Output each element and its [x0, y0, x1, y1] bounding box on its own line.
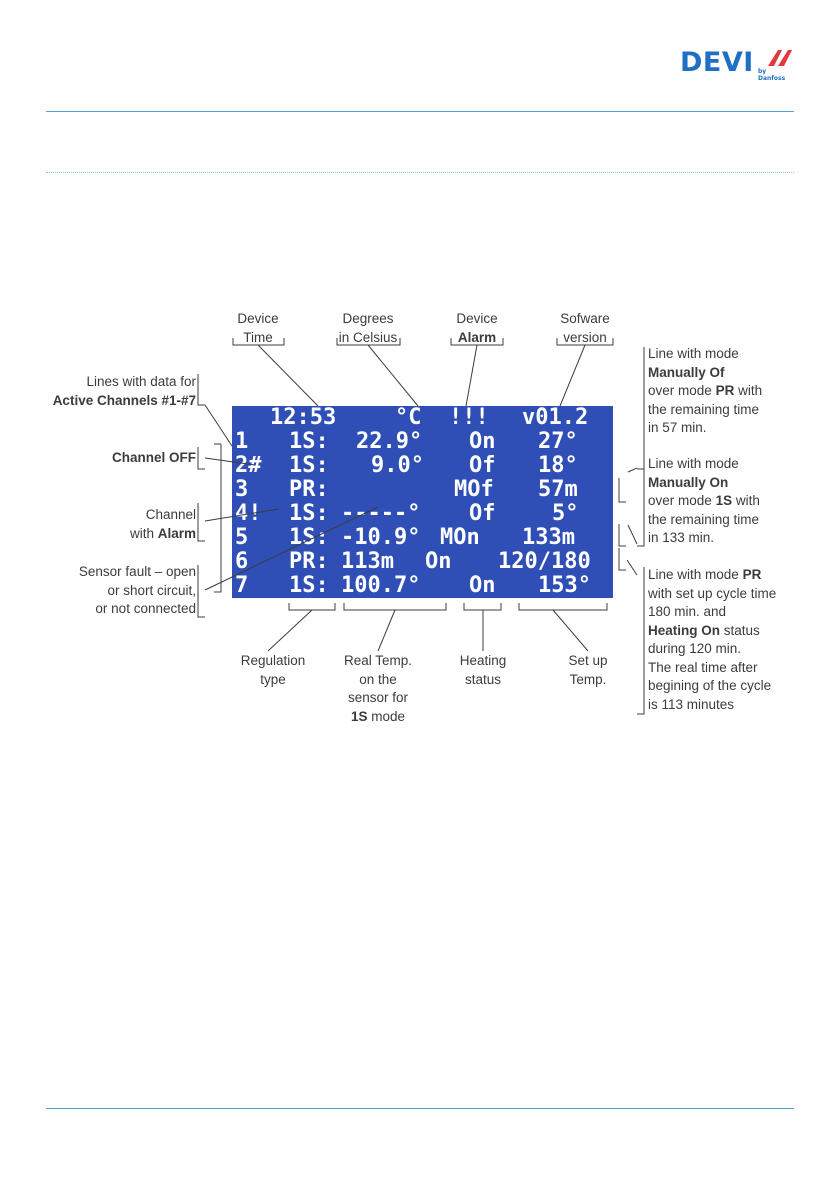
label-sensor-fault: Sensor fault – open or short circuit, or…	[78, 564, 196, 616]
label-pr-mode: Line with mode PR with set up cycle time…	[648, 567, 777, 712]
label-software-version: Sofware version	[560, 311, 610, 345]
setup-temp: 27°	[538, 429, 578, 454]
label-setup-temp: Set up Temp.	[568, 653, 608, 687]
lcd-row-7: 7 1S: 100.7° On 153°	[232, 573, 613, 598]
real-temp: -10.9°	[341, 525, 421, 550]
label-degrees: Degrees in Celsius	[338, 311, 398, 345]
heating-status: MOn	[440, 525, 480, 550]
real-temp: 22.9°	[356, 429, 423, 454]
regulation-type: 1S:	[289, 429, 329, 454]
heating-status: On	[425, 549, 452, 574]
logo-subtitle: by Danfoss	[758, 68, 786, 82]
setup-temp: 133m	[522, 525, 575, 550]
heating-status: Of	[469, 453, 496, 478]
setup-temp: 18°	[538, 453, 578, 478]
lcd-header-row: 12:53 °C !!! v01.2	[232, 405, 613, 430]
real-temp: 100.7°	[341, 573, 421, 598]
label-device-time: Device Time	[237, 311, 279, 345]
channel-number: 2#	[235, 453, 262, 478]
lcd-row-4: 4! 1S: -----° Of 5°	[232, 501, 613, 526]
lcd-row-5: 5 1S: -10.9° MOn 133m	[232, 525, 613, 550]
software-version: v01.2	[522, 405, 589, 430]
real-temp: 9.0°	[371, 453, 424, 478]
setup-temp: 5°	[552, 501, 579, 526]
logo-swoosh-icon	[768, 50, 792, 66]
heating-status: MOf	[454, 477, 494, 502]
regulation-type: PR:	[289, 477, 329, 502]
label-heating-status: Heating status	[459, 653, 507, 687]
setup-temp: 153°	[538, 573, 591, 598]
label-manual-off: Line with mode Manually Of over mode PR …	[648, 346, 763, 435]
lcd-row-1: 1 1S: 22.9° On 27°	[232, 429, 613, 454]
label-manual-on: Line with mode Manually On over mode 1S …	[648, 456, 760, 545]
lcd-row-6: 6 PR: 113m On 120/180	[232, 549, 613, 574]
regulation-type: 1S:	[289, 573, 329, 598]
lcd-row-3: 3 PR: MOf 57m	[232, 477, 613, 502]
heating-status: Of	[469, 501, 496, 526]
label-device-alarm: Device Alarm	[456, 311, 498, 345]
label-channel-off: Channel OFF	[112, 450, 196, 465]
label-real-temp: Real Temp. on the sensor for 1S mode	[343, 653, 413, 724]
top-rule	[46, 111, 794, 112]
bottom-rule	[46, 1108, 794, 1109]
label-regulation-type: Regulation type	[240, 653, 306, 687]
label-active-channels: Lines with data for Active Channels #1-#…	[52, 374, 196, 408]
real-temp: 113m	[341, 549, 394, 574]
label-channel-alarm: Channel with Alarm	[129, 507, 196, 541]
setup-temp: 120/180	[498, 549, 591, 574]
regulation-type: 1S:	[289, 501, 329, 526]
channel-number: 5	[235, 525, 249, 550]
devi-logo: DEVI by Danfoss	[680, 46, 795, 82]
setup-temp: 57m	[538, 477, 578, 502]
regulation-type: PR:	[289, 549, 329, 574]
channel-number: 1	[235, 429, 249, 454]
channel-number: 6	[235, 549, 249, 574]
lcd-row-2: 2# 1S: 9.0° Of 18°	[232, 453, 613, 478]
channel-number: 7	[235, 573, 249, 598]
alarm-marks: !!!	[449, 405, 489, 430]
dotted-rule	[46, 172, 794, 173]
real-temp: -----°	[341, 501, 421, 526]
regulation-type: 1S:	[289, 525, 329, 550]
channel-number: 3	[235, 477, 249, 502]
heating-status: On	[469, 573, 496, 598]
heating-status: On	[469, 429, 496, 454]
device-time-value: 12:53	[270, 405, 337, 430]
logo-text: DEVI	[680, 47, 754, 78]
lcd-display: 12:53 °C !!! v01.2 1 1S: 22.9° On 27° 2#…	[232, 405, 613, 598]
regulation-type: 1S:	[289, 453, 329, 478]
degrees-unit: °C	[395, 405, 422, 430]
